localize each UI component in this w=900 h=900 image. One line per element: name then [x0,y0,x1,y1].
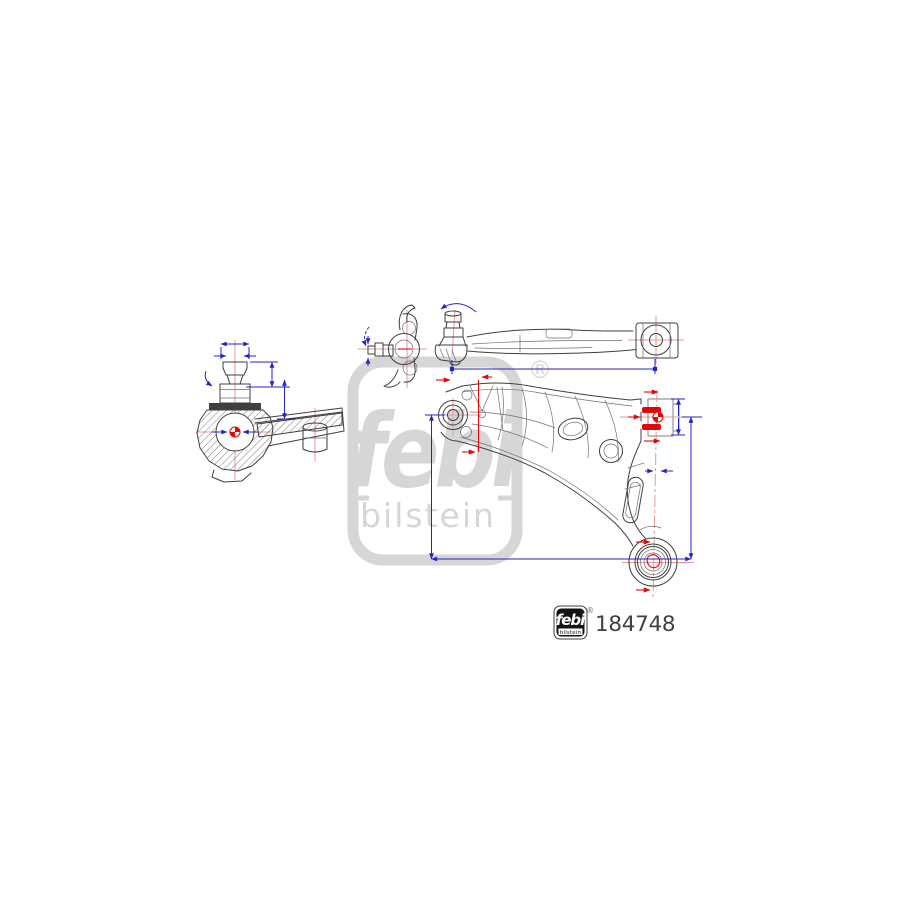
ball-joint-dimensions [204,341,296,420]
ball-stud-section [209,361,261,410]
boot-clamp-band [209,403,261,410]
stud-top-view [434,310,468,366]
rear-bushing [628,537,678,593]
logo-brand-text: febi [556,611,586,629]
main-view-dimensions [425,359,702,562]
logo-bilstein-strip [558,628,583,635]
arm-shaft-top-view [466,328,637,355]
stud-centerline [451,309,456,357]
febi-logo: febi bilstein ® [553,605,594,640]
main-centerline-v [652,389,658,601]
boot-bottom [211,469,252,483]
bracket-annotations [361,326,412,366]
stud-angle-arc [440,303,477,313]
bracket-centre-mark [652,411,664,423]
control-arm-front-view [425,359,702,601]
bracket-bolt-upper [642,407,661,413]
arm-stub-section [254,407,345,453]
bracket-side-view [358,304,427,388]
arm-inner-structure [459,385,662,531]
bushing-top-view [635,322,679,359]
ball-centre-mark [229,426,241,438]
ball-joint-section-view [196,340,345,483]
bracket-body [367,304,420,388]
logo-registered-mark: ® [586,606,594,615]
bracket-bolt-lower [642,424,661,430]
watermark-subbrand-text: bilstein [360,496,496,535]
rotation-arc [204,370,213,387]
front-bushing-red-dimension [436,374,492,455]
part-number: 184748 [595,612,675,637]
bushing-orientation-mark [646,554,661,569]
control-arm-top-view [434,303,684,366]
watermark-registered-mark: ® [528,356,552,384]
logo-subbrand-text: bilstein [560,630,581,636]
